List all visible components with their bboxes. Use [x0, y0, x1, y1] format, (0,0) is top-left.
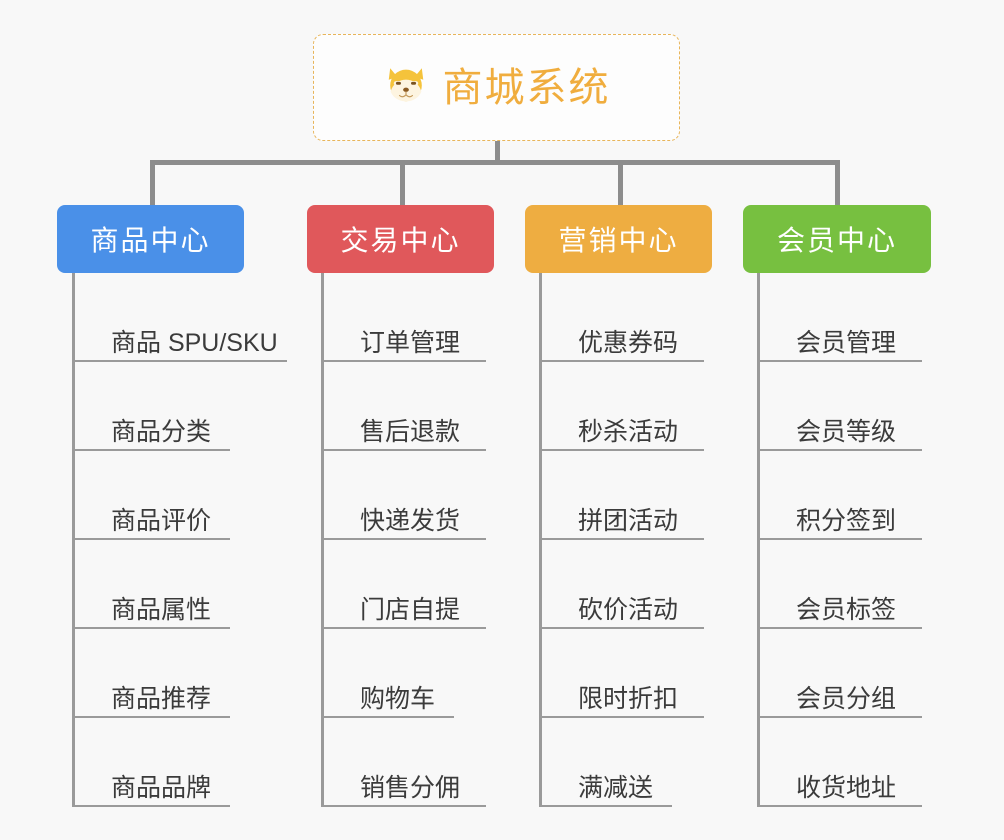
leaf-item[interactable]: 商品分类 — [72, 362, 322, 451]
leaf-item[interactable]: 商品评价 — [72, 451, 322, 540]
connector-horizontal-bus — [150, 160, 840, 165]
leaf-underline — [757, 627, 922, 629]
leaf-label: 会员管理 — [796, 329, 897, 358]
leaf-underline — [539, 627, 704, 629]
leaf-item[interactable]: 会员标签 — [757, 540, 975, 629]
leaf-underline — [321, 538, 486, 540]
leaf-item[interactable]: 收货地址 — [757, 718, 975, 807]
leaf-underline — [539, 716, 704, 718]
root-node-shopping-mall-system[interactable]: 商城系统 — [313, 34, 680, 141]
leaf-label: 商品品牌 — [111, 774, 212, 803]
leaf-underline — [539, 538, 704, 540]
leaf-item[interactable]: 优惠券码 — [539, 273, 757, 362]
leaf-item[interactable]: 会员管理 — [757, 273, 975, 362]
category-box-marketing-center[interactable]: 营销中心 — [525, 205, 712, 273]
shiba-dog-face-icon — [383, 61, 429, 114]
leaf-underline — [321, 805, 486, 807]
leaf-underline — [757, 360, 922, 362]
leaf-label: 砍价活动 — [578, 596, 679, 625]
leaf-underline — [72, 805, 230, 807]
leaf-list-product-center: 商品 SPU/SKU 商品分类 商品评价 商品属性 商品推荐 商品品牌 — [72, 273, 322, 807]
leaf-list-member-center: 会员管理 会员等级 积分签到 会员标签 会员分组 收货地址 — [757, 273, 975, 807]
leaf-item[interactable]: 秒杀活动 — [539, 362, 757, 451]
connector-drop-marketing-center — [618, 160, 623, 206]
leaf-item[interactable]: 购物车 — [321, 629, 539, 718]
leaf-label: 收货地址 — [796, 774, 897, 803]
connector-drop-member-center — [835, 160, 840, 206]
leaf-item[interactable]: 会员分组 — [757, 629, 975, 718]
leaf-item[interactable]: 订单管理 — [321, 273, 539, 362]
leaf-label: 满减送 — [578, 774, 654, 803]
column-product-center: 商品中心 商品 SPU/SKU 商品分类 商品评价 商品属性 商品推荐 — [57, 205, 307, 807]
leaf-label: 购物车 — [360, 685, 436, 714]
column-marketing-center: 营销中心 优惠券码 秒杀活动 拼团活动 砍价活动 限时折扣 — [525, 205, 743, 807]
leaf-item[interactable]: 限时折扣 — [539, 629, 757, 718]
leaf-item[interactable]: 售后退款 — [321, 362, 539, 451]
leaf-underline — [321, 627, 486, 629]
leaf-item[interactable]: 快递发货 — [321, 451, 539, 540]
leaf-underline — [539, 805, 672, 807]
leaf-item[interactable]: 满减送 — [539, 718, 757, 807]
leaf-label: 商品评价 — [111, 507, 212, 536]
leaf-item[interactable]: 商品属性 — [72, 540, 322, 629]
connector-drop-product-center — [150, 160, 155, 206]
shiba-dog-face-svg — [388, 68, 423, 102]
leaf-underline — [539, 360, 704, 362]
leaf-label: 会员分组 — [796, 685, 897, 714]
leaf-label: 会员标签 — [796, 596, 897, 625]
leaf-underline — [757, 805, 922, 807]
leaf-list-marketing-center: 优惠券码 秒杀活动 拼团活动 砍价活动 限时折扣 满减送 — [539, 273, 757, 807]
leaf-label: 拼团活动 — [578, 507, 679, 536]
leaf-item[interactable]: 商品推荐 — [72, 629, 322, 718]
leaf-label: 售后退款 — [360, 418, 461, 447]
leaf-label: 商品属性 — [111, 596, 212, 625]
category-label-product-center: 商品中心 — [90, 225, 211, 256]
leaf-label: 商品推荐 — [111, 685, 212, 714]
category-label-marketing-center: 营销中心 — [558, 225, 679, 256]
leaf-label: 积分签到 — [796, 507, 897, 536]
category-box-product-center[interactable]: 商品中心 — [57, 205, 244, 273]
leaf-underline — [72, 538, 230, 540]
connector-root-stem — [495, 141, 500, 163]
leaf-underline — [321, 360, 486, 362]
leaf-list-trade-center: 订单管理 售后退款 快递发货 门店自提 购物车 销售分佣 — [321, 273, 539, 807]
leaf-underline — [757, 716, 922, 718]
leaf-underline — [321, 449, 486, 451]
category-label-trade-center: 交易中心 — [340, 225, 461, 256]
leaf-label: 商品 SPU/SKU — [111, 329, 278, 358]
leaf-item[interactable]: 商品品牌 — [72, 718, 322, 807]
leaf-label: 订单管理 — [360, 329, 461, 358]
category-box-trade-center[interactable]: 交易中心 — [307, 205, 494, 273]
leaf-underline — [539, 449, 704, 451]
category-box-member-center[interactable]: 会员中心 — [743, 205, 931, 273]
leaf-item[interactable]: 积分签到 — [757, 451, 975, 540]
leaf-item[interactable]: 商品 SPU/SKU — [72, 273, 322, 362]
leaf-item[interactable]: 销售分佣 — [321, 718, 539, 807]
leaf-underline — [72, 627, 230, 629]
leaf-label: 限时折扣 — [578, 685, 679, 714]
leaf-item[interactable]: 拼团活动 — [539, 451, 757, 540]
leaf-label: 门店自提 — [360, 596, 461, 625]
leaf-item[interactable]: 砍价活动 — [539, 540, 757, 629]
leaf-underline — [757, 449, 922, 451]
leaf-item[interactable]: 会员等级 — [757, 362, 975, 451]
leaf-label: 商品分类 — [111, 418, 212, 447]
leaf-label: 快递发货 — [360, 507, 461, 536]
category-label-member-center: 会员中心 — [776, 225, 897, 256]
leaf-underline — [72, 716, 230, 718]
column-trade-center: 交易中心 订单管理 售后退款 快递发货 门店自提 购物车 — [307, 205, 525, 807]
leaf-underline — [72, 360, 287, 362]
leaf-label: 秒杀活动 — [578, 418, 679, 447]
leaf-underline — [72, 449, 230, 451]
leaf-label: 优惠券码 — [578, 329, 679, 358]
leaf-label: 会员等级 — [796, 418, 897, 447]
leaf-underline — [321, 716, 454, 718]
column-member-center: 会员中心 会员管理 会员等级 积分签到 会员标签 会员分组 — [743, 205, 961, 807]
leaf-label: 销售分佣 — [360, 774, 461, 803]
leaf-item[interactable]: 门店自提 — [321, 540, 539, 629]
root-title: 商城系统 — [442, 65, 611, 110]
leaf-underline — [757, 538, 922, 540]
connector-drop-trade-center — [400, 160, 405, 206]
